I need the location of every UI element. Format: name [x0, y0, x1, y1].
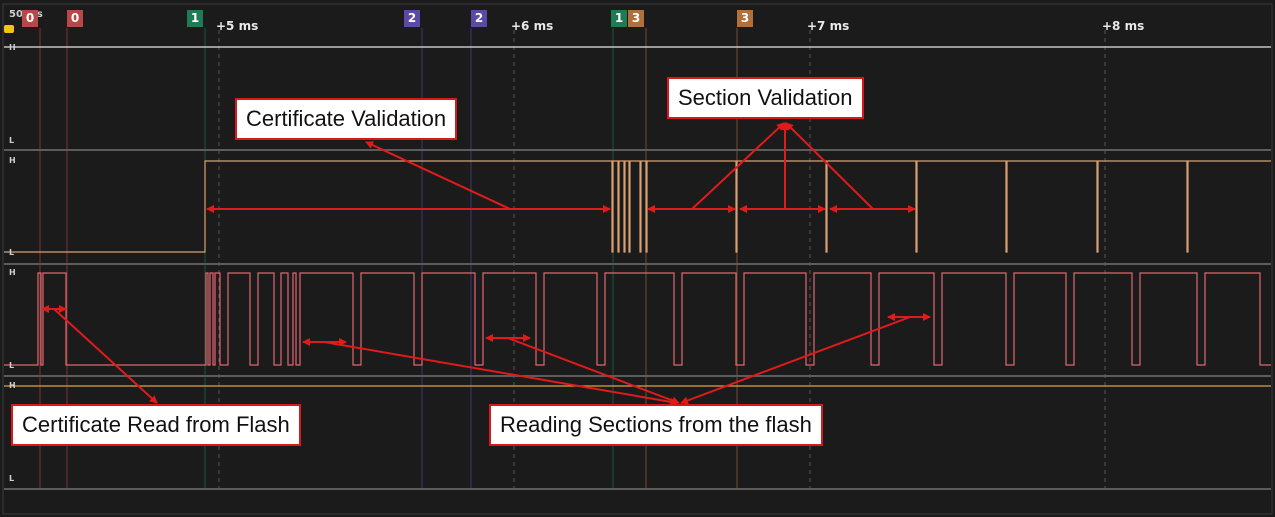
section-validation-callout: Section Validation: [667, 77, 864, 119]
marker-flag[interactable]: 2: [404, 10, 420, 27]
marker-flag[interactable]: 3: [737, 10, 753, 27]
channel-4-low-label: L: [9, 474, 15, 483]
marker-flag[interactable]: 1: [611, 10, 627, 27]
channel-1-high-label: H: [9, 43, 16, 52]
time-tick-label: +7 ms: [807, 19, 850, 33]
channel-4-high-label: H: [9, 381, 16, 390]
channel-1-low-label: L: [9, 136, 15, 145]
reading-sections-callout: Reading Sections from the flash: [489, 404, 823, 446]
channel-3-low-label: L: [9, 361, 15, 370]
annotation-arrows: [41, 122, 931, 406]
certificate-validation-callout: Certificate Validation: [235, 98, 458, 140]
marker-flag[interactable]: 3: [628, 10, 644, 27]
marker-flag[interactable]: 2: [471, 10, 487, 27]
plot-frame: [2, 3, 1273, 515]
time-tick-label: +5 ms: [216, 19, 259, 33]
certificate-read-callout: Certificate Read from Flash: [11, 404, 301, 446]
channel-2-high-label: H: [9, 156, 16, 165]
channel-2-low-label: L: [9, 248, 15, 257]
time-tick-label: +8 ms: [1102, 19, 1145, 33]
channel-3-waveform: [4, 272, 1271, 366]
marker-flag[interactable]: 1: [187, 10, 203, 27]
pin-icon[interactable]: [4, 25, 14, 33]
channel-separators: [4, 149, 1271, 490]
time-tick-label: +6 ms: [511, 19, 554, 33]
channel-2-waveform: [4, 160, 1271, 253]
marker-flag[interactable]: 0: [22, 10, 38, 27]
marker-flag[interactable]: 0: [67, 10, 83, 27]
channel-3-high-label: H: [9, 268, 16, 277]
